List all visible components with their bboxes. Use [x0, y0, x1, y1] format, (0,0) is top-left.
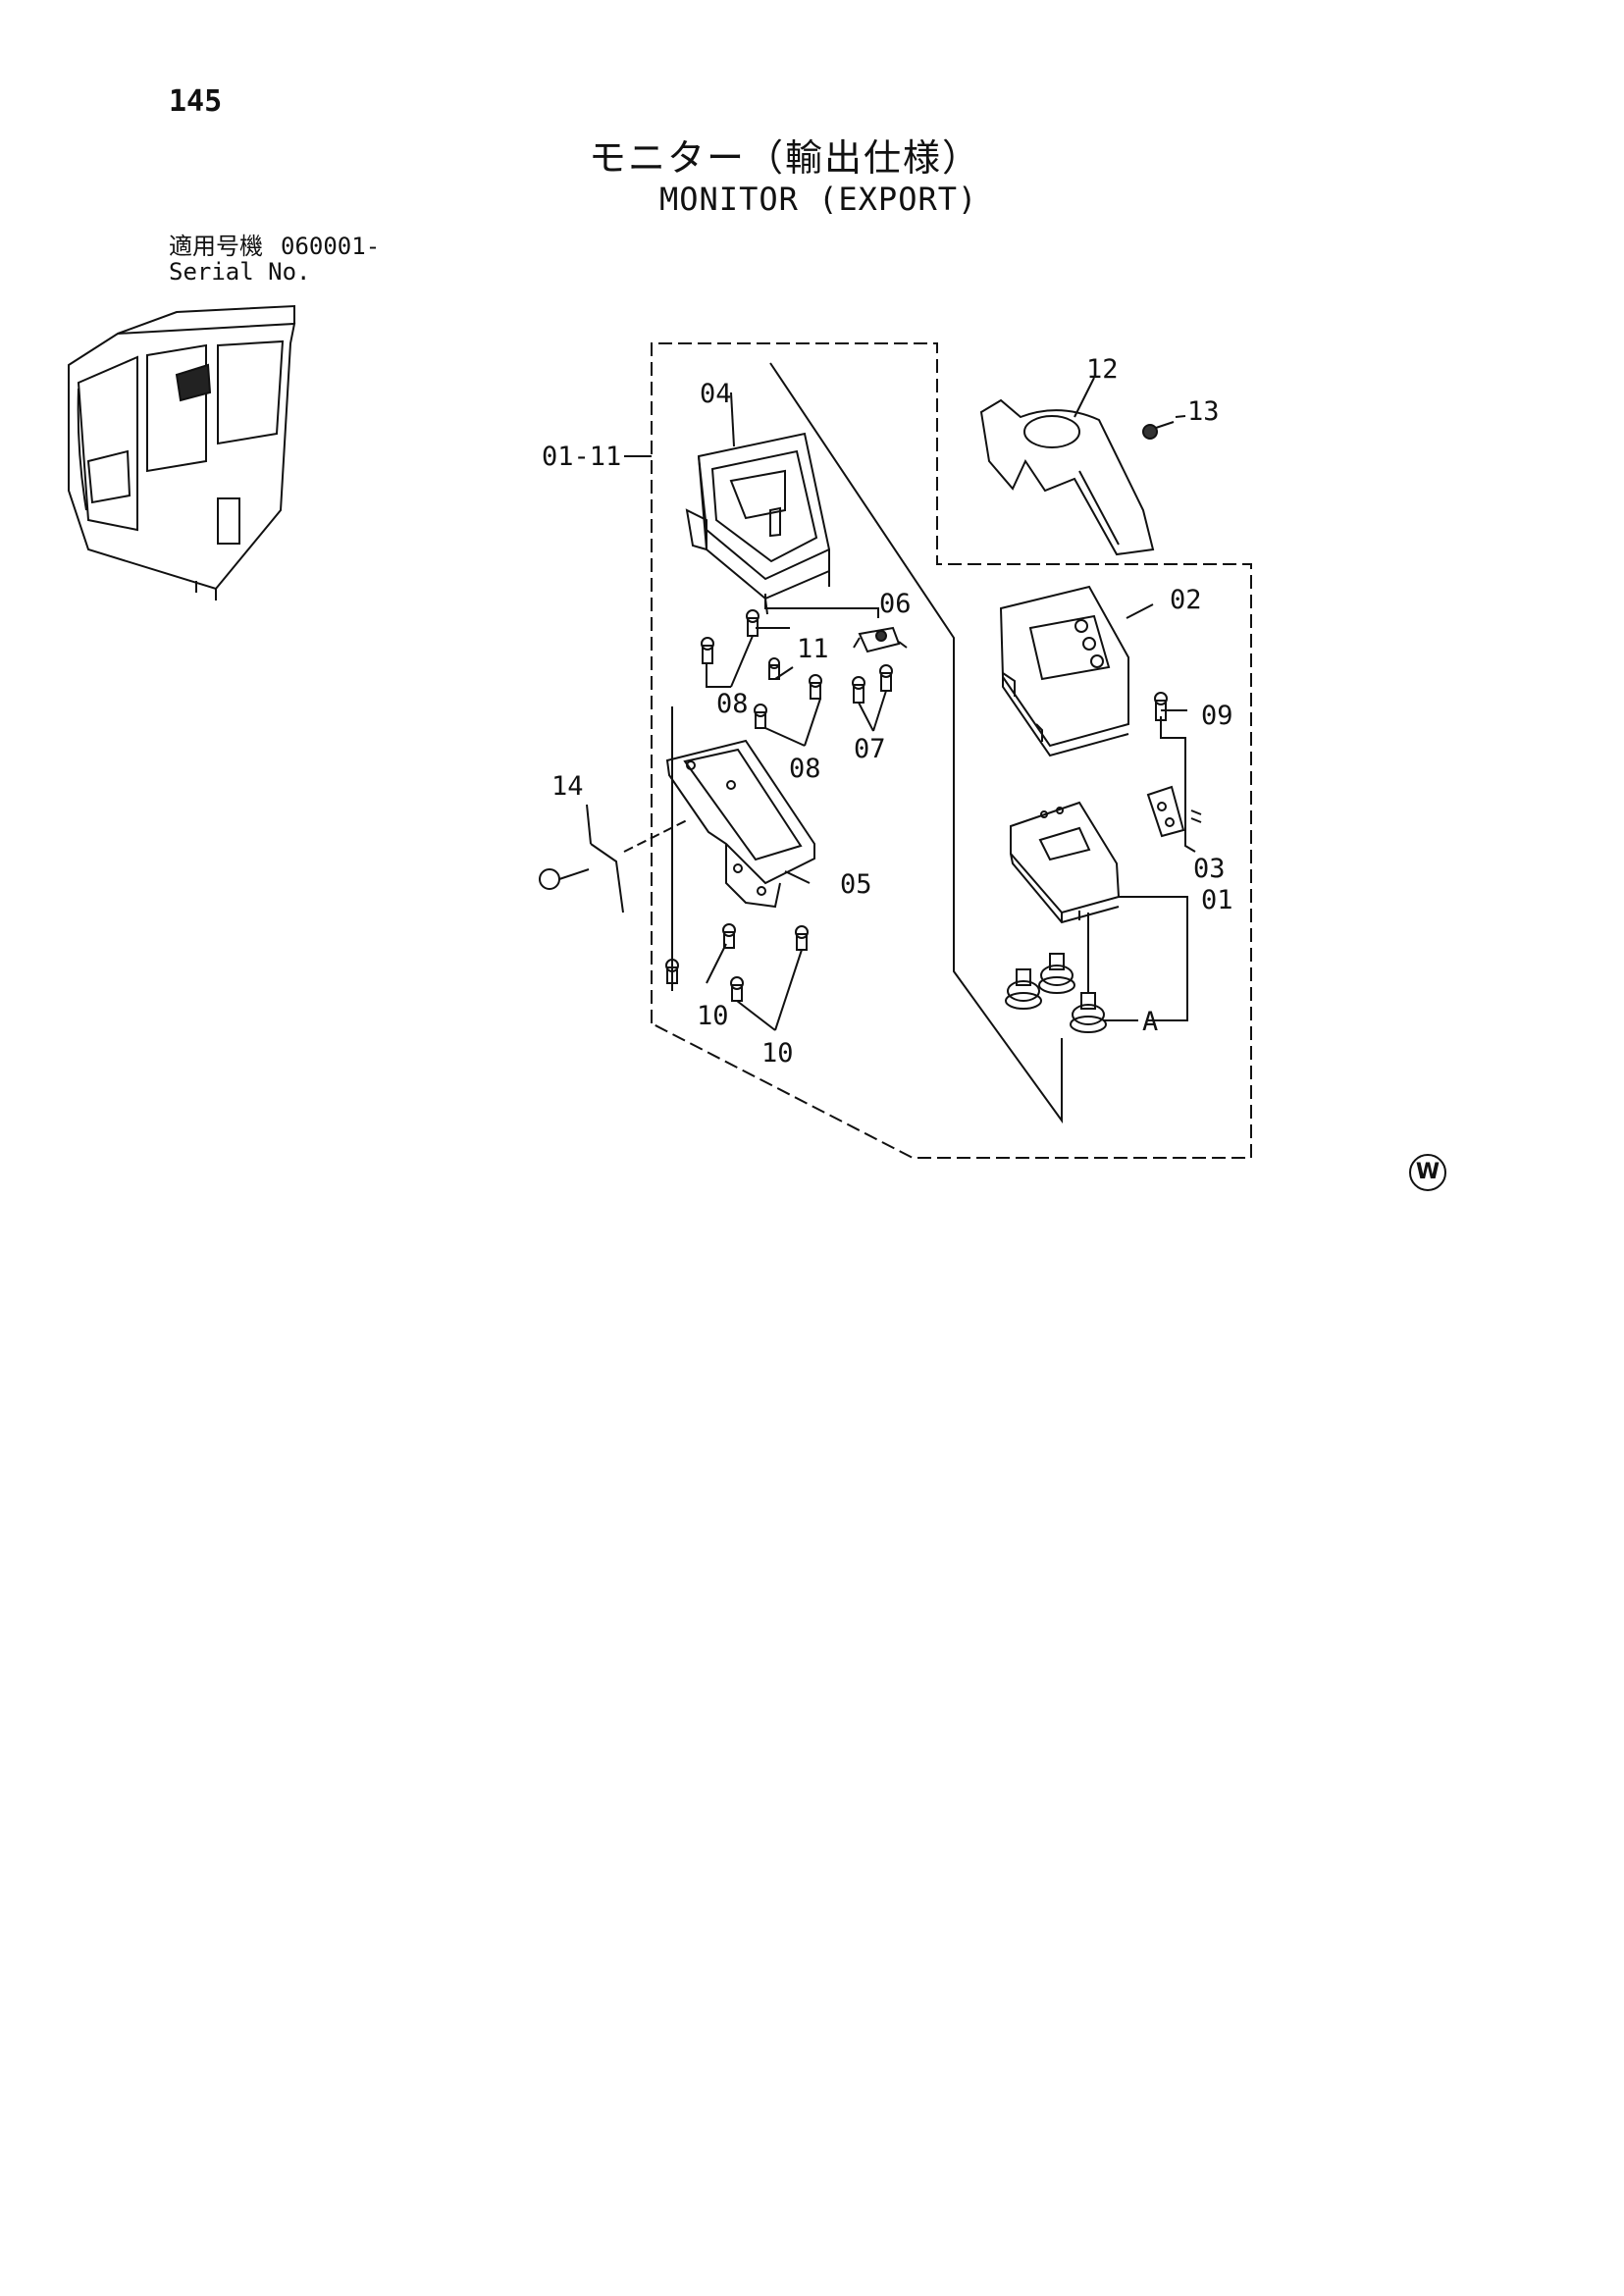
bolt-08-d	[809, 674, 822, 700]
page-number: 145	[169, 84, 223, 119]
callout-11: 11	[797, 634, 829, 664]
callout-10-a: 10	[697, 1001, 729, 1031]
title-english: MONITOR (EXPORT)	[659, 181, 978, 218]
bolt-11	[768, 657, 780, 680]
title-japanese: モニター（輸出仕様）	[589, 136, 982, 180]
callout-07: 07	[854, 734, 886, 764]
part-05-bracket	[665, 739, 815, 909]
serial-value: 060001-	[281, 233, 381, 260]
callout-04: 04	[700, 379, 732, 409]
bolts	[665, 609, 1168, 1002]
dashed-boundary	[651, 342, 1252, 1159]
bolt-08-c	[754, 704, 767, 729]
bolt-09	[1154, 692, 1168, 721]
callout-05: 05	[840, 869, 872, 900]
part-14-clamp	[539, 819, 688, 913]
callout-01: 01	[1201, 885, 1233, 915]
callout-14: 14	[551, 771, 584, 802]
bolt-10-b	[722, 923, 736, 949]
bolt-10-c	[730, 976, 744, 1002]
bolt-07-a	[852, 676, 865, 704]
callout-A: A	[1142, 1007, 1158, 1037]
callout-02: 02	[1170, 585, 1202, 615]
rubber-mounts	[1005, 953, 1107, 1033]
part-01-monitor	[1010, 801, 1121, 924]
corner-mark-w: W	[1409, 1154, 1446, 1191]
callout-12: 12	[1086, 354, 1119, 385]
bolt-08-a	[701, 637, 714, 664]
serial-label-jp: 適用号機	[169, 233, 263, 260]
part-13-screw	[1142, 421, 1175, 440]
bolt-10-d	[795, 925, 809, 951]
callout-09: 09	[1201, 701, 1233, 731]
callout-labels: 01-11 04 12 13 02 06 11 08 08 07 09 14 0…	[542, 354, 1233, 1069]
callout-03: 03	[1193, 854, 1226, 884]
part-12-cover	[979, 398, 1155, 556]
bolt-08-b	[746, 609, 760, 637]
callout-08-a: 08	[716, 689, 749, 719]
diagonal-guide-line	[769, 362, 1063, 1124]
part-03-bracket	[1146, 785, 1202, 838]
serial-block: 適用号機 060001- Serial No.	[169, 234, 380, 285]
cab-thumbnail	[68, 304, 296, 600]
part-04-housing	[685, 432, 830, 615]
bolt-07-b	[879, 664, 893, 692]
serial-label-en: Serial No.	[169, 258, 311, 286]
part-06-clip	[853, 626, 908, 653]
callout-08-b: 08	[789, 754, 821, 784]
leader-lines	[586, 377, 1196, 1031]
callout-01-11: 01-11	[542, 442, 621, 472]
part-02-panel	[999, 585, 1129, 757]
callout-13: 13	[1187, 396, 1220, 427]
callout-10-b: 10	[761, 1038, 794, 1069]
callout-06: 06	[879, 589, 912, 619]
